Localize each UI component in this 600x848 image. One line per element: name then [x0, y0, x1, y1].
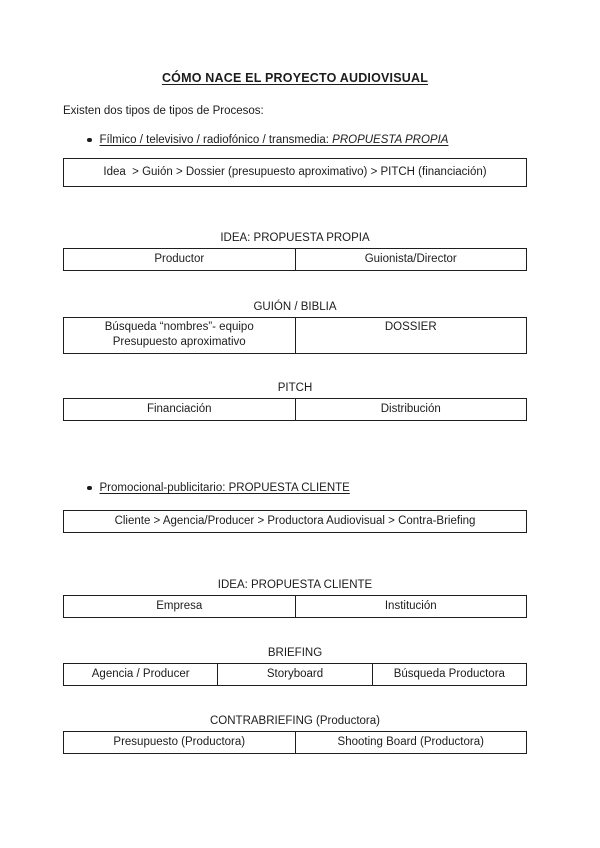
table-cell-financiacion: Financiación	[146, 403, 212, 415]
section-heading-idea-propuesta-cliente: IDEA: PROPUESTA CLIENTE	[217, 579, 373, 591]
table-cell-busqueda-productora: Búsqueda Productora	[371, 664, 526, 685]
process-flow-box-propia: Idea > Guión > Dossier (presupuesto apro…	[63, 158, 527, 187]
bullet-item-propuesta-cliente: Promocional-publicitario: PROPUESTA CLIE…	[63, 480, 527, 496]
section-heading-idea-propuesta-propia: IDEA: PROPUESTA PROPIA	[220, 232, 370, 244]
intro-text: Existen dos tipos de tipos de Procesos:	[63, 105, 264, 117]
bullet-propuesta-cliente-text: Promocional-publicitario: PROPUESTA CLIE…	[99, 482, 350, 494]
table-guion-biblia: Búsqueda “nombres”- equipo Presupuesto a…	[63, 317, 527, 354]
table-cell-dossier: DOSSIER	[294, 318, 527, 353]
section-heading-briefing: BRIEFING	[267, 647, 323, 659]
table-cell-empresa: Empresa	[156, 600, 203, 612]
bullet-icon	[87, 137, 92, 143]
bullet-propuesta-propia-emphasis: PROPUESTA PROPIA	[332, 134, 449, 146]
table-cell-busqueda-nombres: Búsqueda “nombres”- equipo Presupuesto a…	[104, 321, 254, 348]
table-idea-propuesta-propia: Productor Guionista/Director	[63, 248, 527, 271]
section-heading-pitch: PITCH	[277, 382, 313, 394]
section-heading-contrabriefing: CONTRABRIEFING (Productora)	[210, 715, 380, 727]
table-contrabriefing: Presupuesto (Productora) Shooting Board …	[63, 731, 527, 754]
bullet-propuesta-propia-text: Fílmico / televisivo / radiofónico / tra…	[100, 132, 449, 148]
table-briefing: Agencia / Producer Storyboard Búsqueda P…	[63, 663, 527, 686]
table-cell-productor: Productor	[154, 253, 205, 265]
section-heading-guion-biblia: GUIÓN / BIBLIA	[253, 301, 337, 313]
bullet-item-propuesta-propia: Fílmico / televisivo / radiofónico / tra…	[63, 132, 527, 148]
process-flow-box-cliente: Cliente > Agencia/Producer > Productora …	[63, 510, 527, 533]
table-cell-institucion: Institución	[294, 596, 527, 617]
bullet-propuesta-propia-prefix: Fílmico / televisivo / radiofónico / tra…	[99, 134, 333, 146]
process-flow-propia-text: Idea > Guión > Dossier (presupuesto apro…	[103, 166, 487, 178]
document-title: CÓMO NACE EL PROYECTO AUDIOVISUAL	[161, 71, 429, 85]
process-flow-cliente-text: Cliente > Agencia/Producer > Productora …	[114, 515, 476, 527]
table-cell-presupuesto-productora: Presupuesto (Productora)	[113, 736, 246, 748]
bullet-icon	[87, 485, 92, 491]
table-cell-agencia-producer: Agencia / Producer	[91, 668, 190, 680]
table-idea-propuesta-cliente: Empresa Institución	[63, 595, 527, 618]
table-cell-guionista-director: Guionista/Director	[294, 249, 527, 270]
table-pitch: Financiación Distribución	[63, 398, 527, 421]
table-cell-shooting-board: Shooting Board (Productora)	[294, 732, 527, 753]
table-cell-storyboard: Storyboard	[217, 664, 371, 685]
table-cell-distribucion: Distribución	[294, 399, 527, 420]
